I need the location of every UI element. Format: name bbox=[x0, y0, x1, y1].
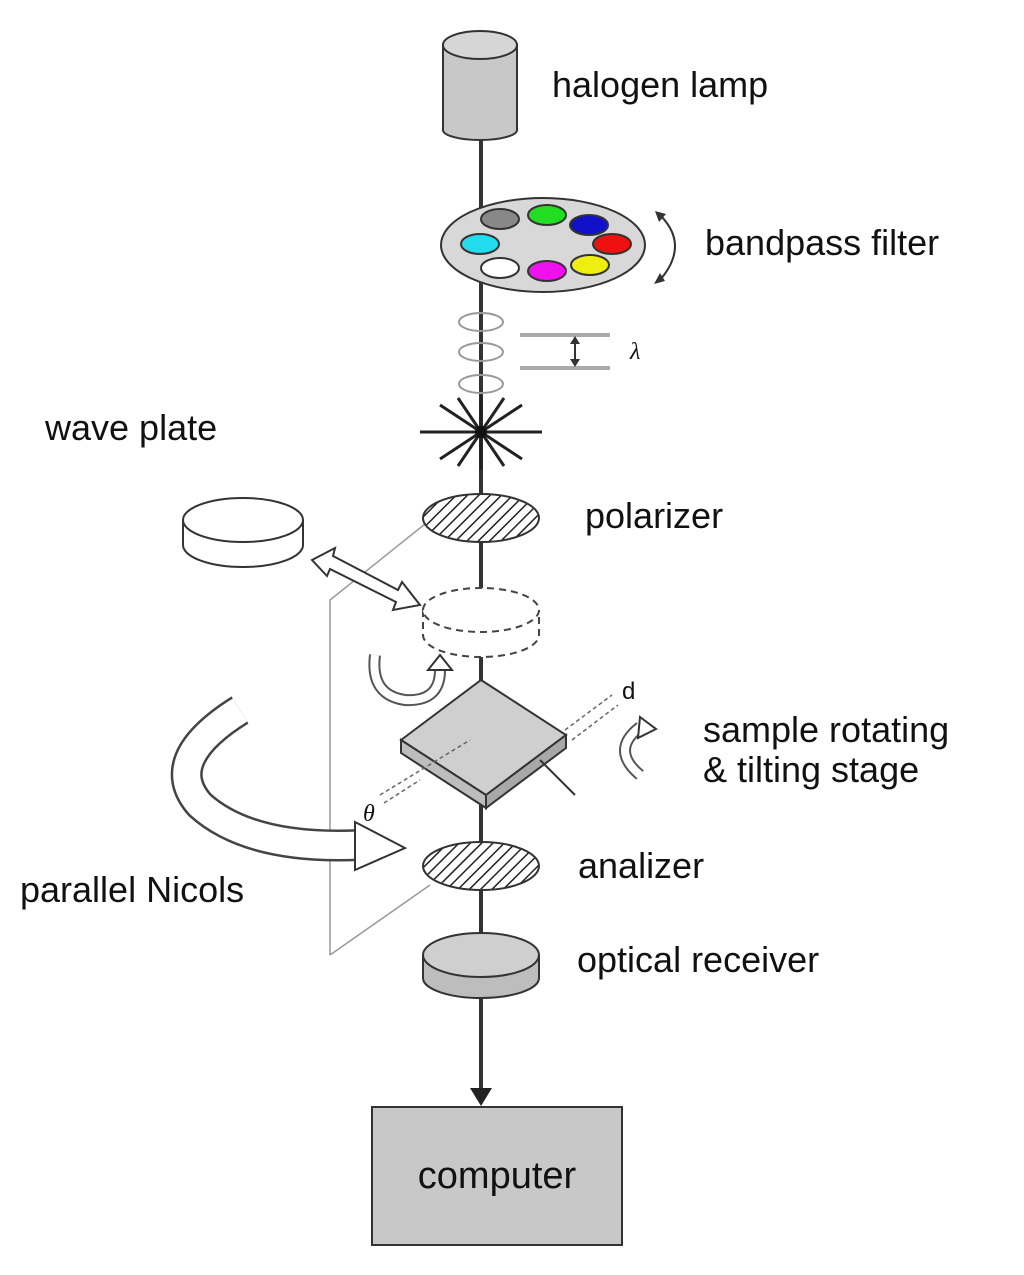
wave-plate-slot bbox=[422, 587, 540, 658]
wave-plate bbox=[182, 497, 304, 568]
label-wave-plate: wave plate bbox=[45, 407, 218, 448]
label-computer: computer bbox=[417, 1155, 577, 1197]
label-halogen-lamp: halogen lamp bbox=[552, 64, 769, 105]
label-sample-stage-line1: sample rotating bbox=[703, 709, 950, 750]
label-parallel-nicols: parallel Nicols bbox=[20, 869, 245, 910]
analyzer bbox=[422, 841, 540, 891]
computer-box bbox=[371, 1106, 623, 1246]
label-lambda: λ bbox=[630, 339, 641, 365]
label-optical-receiver: optical receiver bbox=[577, 939, 820, 980]
polarizer bbox=[422, 493, 540, 543]
label-bandpass-filter: bandpass filter bbox=[705, 222, 940, 263]
filter-color-dot bbox=[570, 254, 610, 276]
wavelength-symbol bbox=[458, 312, 610, 394]
light-burst bbox=[420, 395, 542, 470]
label-theta: θ bbox=[363, 801, 375, 827]
label-polarizer: polarizer bbox=[585, 495, 724, 536]
label-d: d bbox=[622, 678, 636, 705]
label-sample-stage-line2: & tilting stage bbox=[703, 749, 920, 790]
filter-color-dot bbox=[527, 260, 567, 282]
filter-color-dot bbox=[592, 233, 632, 255]
tilt-arrow-icon bbox=[619, 715, 658, 780]
filter-rotate-arrow bbox=[659, 214, 676, 281]
filter-color-dot bbox=[527, 204, 567, 226]
filter-color-dot bbox=[569, 214, 609, 236]
sample-stage bbox=[379, 678, 619, 810]
filter-color-dot bbox=[480, 257, 520, 279]
label-analizer: analizer bbox=[578, 845, 705, 886]
bandpass-filter-wheel bbox=[440, 197, 676, 293]
wave-plate-insert-arrow bbox=[310, 546, 422, 612]
filter-color-dot bbox=[460, 233, 500, 255]
nicols-frame bbox=[329, 519, 431, 956]
optical-receiver bbox=[422, 932, 540, 999]
parallel-nicols-arrow bbox=[170, 696, 408, 872]
beam-arrowhead bbox=[470, 1088, 492, 1106]
filter-color-dot bbox=[480, 208, 520, 230]
halogen-lamp bbox=[442, 30, 518, 141]
rotate-arrow-icon bbox=[368, 653, 455, 707]
